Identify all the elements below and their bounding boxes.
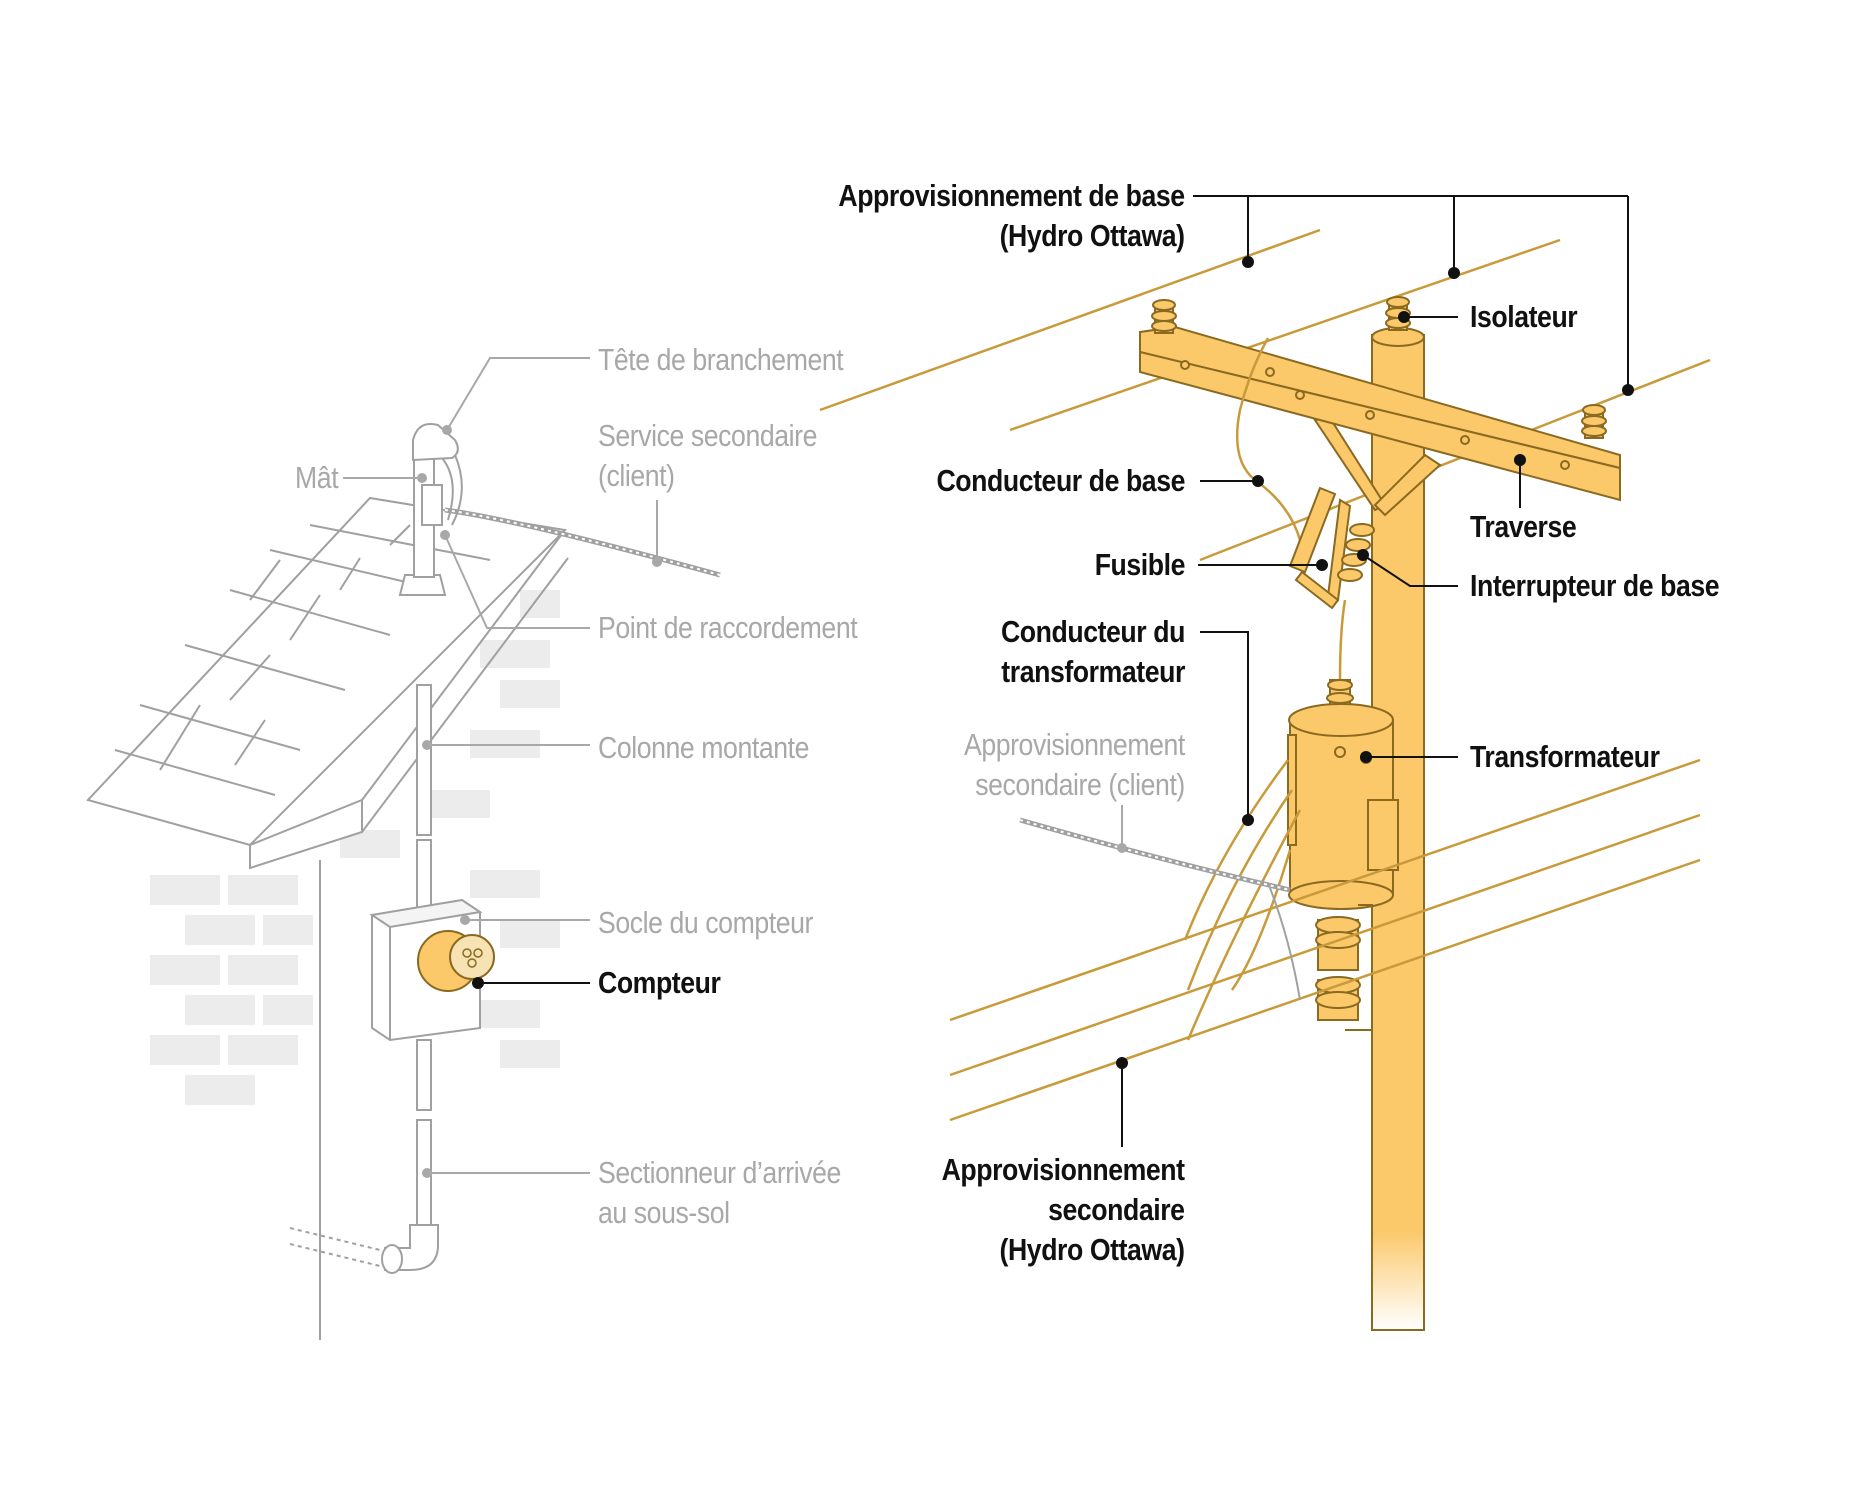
crossarm: [1139, 325, 1621, 502]
leader-dots-pole: [1116, 256, 1634, 1069]
label-appro-base-line1: Approvisionnement de base: [838, 178, 1186, 213]
label-appro-base-line2: (Hydro Ottawa): [999, 218, 1185, 253]
leaders-pole: [1121, 195, 1629, 1147]
label-tete-text: Tête de branchement: [598, 342, 844, 377]
label-point-text: Point de raccordement: [598, 610, 858, 645]
label-cond-transfo-line2: transformateur: [1001, 654, 1185, 689]
label-conducteur-base-text: Conducteur de base: [936, 463, 1185, 498]
label-fusible: Fusible: [1094, 545, 1186, 585]
label-appro-sec-line1: Approvisionnement: [941, 1152, 1185, 1187]
label-compteur: Compteur: [598, 963, 721, 1003]
label-sectionneur: Sectionneur d’arrivée au sous-sol: [598, 1153, 841, 1233]
label-isolateur-text: Isolateur: [1470, 299, 1578, 334]
label-service-secondaire: Service secondaire (client): [598, 416, 817, 496]
label-service-line2: (client): [598, 458, 675, 493]
roof: [86, 496, 569, 1340]
leader-dot-appro-client: [1117, 843, 1127, 853]
label-isolateur: Isolateur: [1470, 297, 1578, 337]
label-appro-sec-line2: secondaire: [1048, 1192, 1186, 1227]
client-service-cable: [1019, 817, 1301, 1001]
label-appro-secondaire-hydro: Approvisionnement secondaire (Hydro Otta…: [942, 1150, 1185, 1270]
label-conducteur-de-base: Conducteur de base: [936, 461, 1185, 501]
label-transformateur: Transformateur: [1470, 737, 1660, 777]
label-sectionneur-line1: Sectionneur d’arrivée: [598, 1155, 841, 1190]
service-mast: [398, 423, 463, 596]
transformer-icon: [1287, 679, 1399, 1031]
label-appro-secondaire-client: Approvisionnement secondaire (client): [964, 725, 1185, 805]
label-compteur-text: Compteur: [598, 965, 721, 1000]
label-appro-sec-line3: (Hydro Ottawa): [999, 1232, 1185, 1267]
label-interrupteur-de-base: Interrupteur de base: [1470, 566, 1720, 606]
label-conducteur-du-transformateur: Conducteur du transformateur: [1001, 612, 1185, 692]
label-colonne-montante: Colonne montante: [598, 728, 809, 768]
label-appro-client-line1: Approvisionnement: [964, 727, 1185, 762]
label-traverse: Traverse: [1470, 507, 1577, 547]
leader-dots-house: [417, 425, 662, 1178]
leaders-house: [343, 357, 658, 1174]
primary-conductor: [1235, 337, 1302, 541]
label-transformateur-text: Transformateur: [1470, 739, 1660, 774]
meter-icon: [417, 930, 495, 992]
label-fusible-text: Fusible: [1094, 547, 1186, 582]
service-cable: [444, 507, 721, 578]
label-traverse-text: Traverse: [1470, 509, 1577, 544]
brick-wall: [150, 590, 560, 1105]
label-mat-text: Mât: [294, 460, 339, 495]
label-appro-de-base: Approvisionnement de base (Hydro Ottawa): [838, 176, 1186, 256]
label-interrupteur-text: Interrupteur de base: [1470, 568, 1720, 603]
riser-column: [289, 684, 439, 1274]
label-appro-client-line2: secondaire (client): [975, 767, 1185, 802]
transformer-lead: [1338, 599, 1347, 681]
label-socle-text: Socle du compteur: [598, 905, 813, 940]
house-drawing: [86, 423, 721, 1340]
fuse-cutout-icon: [1288, 486, 1375, 610]
label-cond-transfo-line1: Conducteur du: [1001, 614, 1185, 649]
label-socle-du-compteur: Socle du compteur: [598, 903, 813, 943]
label-colonne-text: Colonne montante: [598, 730, 809, 765]
label-sectionneur-line2: au sous-sol: [598, 1195, 730, 1230]
label-mat: Mât: [294, 458, 339, 498]
secondary-wires: [949, 758, 1701, 1122]
insulator-icon: [1151, 296, 1607, 439]
label-service-line1: Service secondaire: [598, 418, 817, 453]
pole-drawing: [819, 228, 1711, 1331]
label-tete-de-branchement: Tête de branchement: [598, 340, 844, 380]
leader-dot-compteur: [472, 977, 484, 989]
label-point-de-raccordement: Point de raccordement: [598, 608, 858, 648]
